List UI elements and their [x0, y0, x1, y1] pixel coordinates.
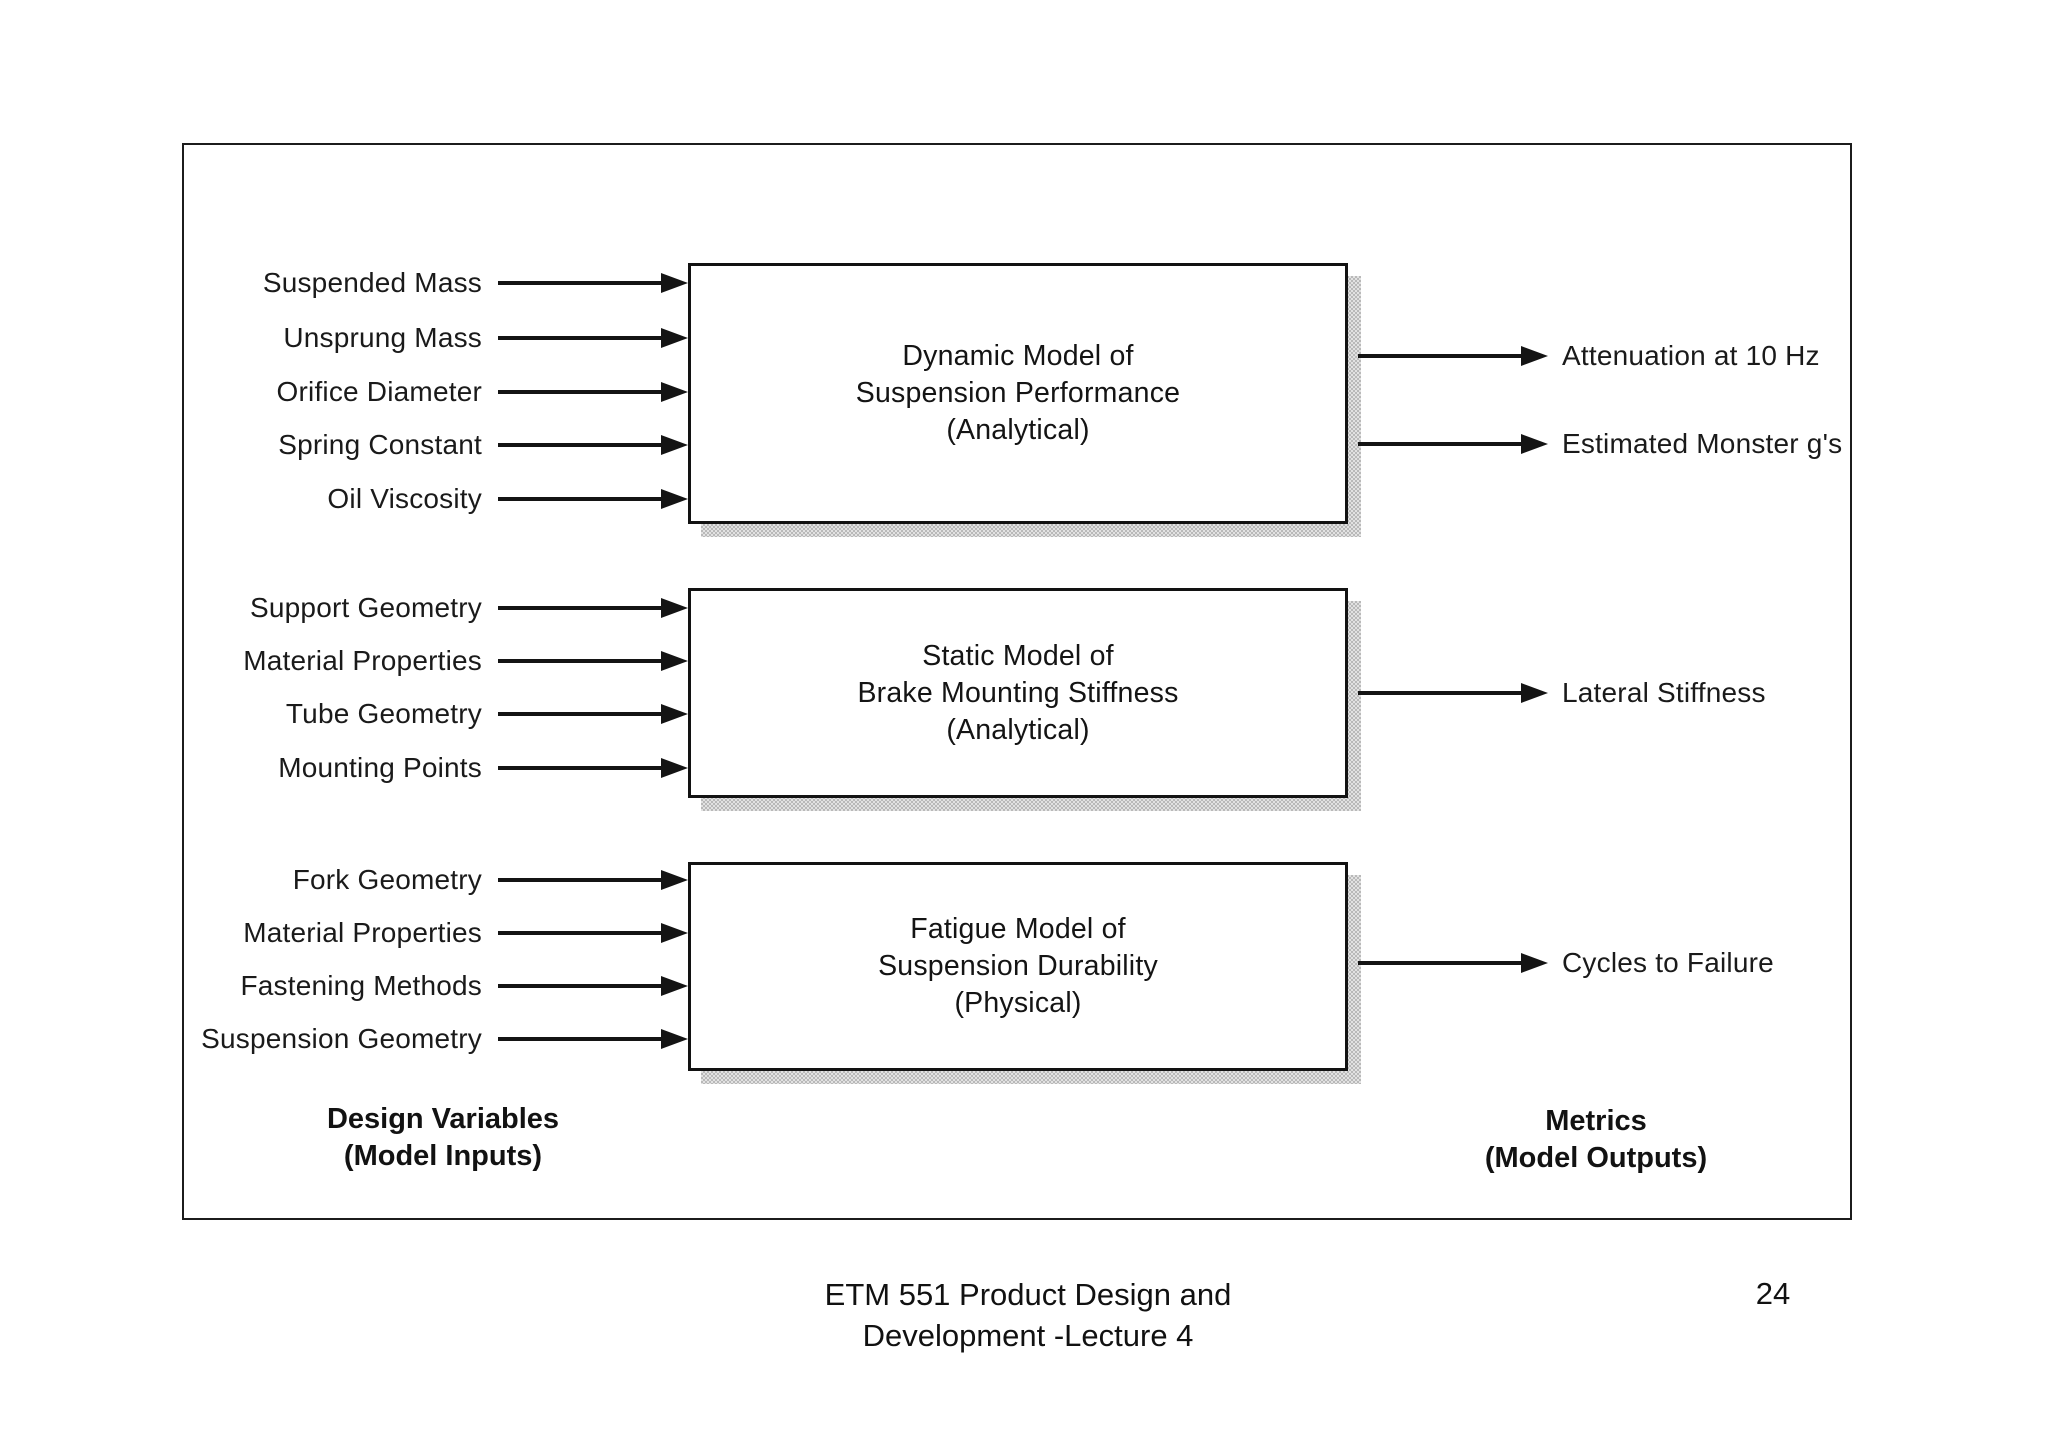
output-label: Attenuation at 10 Hz: [1562, 340, 1820, 371]
output-label: Cycles to Failure: [1562, 947, 1774, 978]
input-label: Material Properties: [243, 917, 482, 948]
model-title-line: Static Model of: [922, 639, 1114, 672]
model-title-line: Fatigue Model of: [910, 913, 1126, 945]
input-label: Fork Geometry: [292, 864, 482, 895]
arrow-right-icon: [1358, 345, 1548, 367]
footer-line2: Development -Lecture 4: [862, 1318, 1194, 1353]
outputs-caption-line1: Metrics: [1545, 1105, 1647, 1137]
output-label: Estimated Monster g's: [1562, 428, 1843, 459]
outputs-caption-line2: (Model Outputs): [1484, 1142, 1708, 1174]
input-row: Fork Geometry: [292, 864, 688, 895]
output-row: Cycles to Failure: [1358, 947, 1774, 978]
input-row: Spring Constant: [278, 429, 688, 460]
output-label: Lateral Stiffness: [1562, 677, 1766, 708]
input-row: Mounting Points: [278, 752, 688, 783]
model-title-line: Suspension Performance: [855, 377, 1181, 409]
input-row: Fastening Methods: [240, 970, 688, 1001]
inputs-caption-line2: (Model Inputs): [343, 1140, 543, 1172]
input-label: Mounting Points: [278, 752, 482, 783]
arrow-right-icon: [1358, 433, 1548, 455]
model-title-line: (Physical): [954, 987, 1082, 1019]
arrow-right-icon: [1358, 682, 1548, 704]
model-title-line: (Analytical): [946, 713, 1090, 746]
arrow-right-icon: [498, 757, 688, 779]
input-label: Support Geometry: [250, 592, 482, 623]
page-number: 24: [1755, 1276, 1791, 1311]
input-row: Material Properties: [243, 917, 688, 948]
input-label: Material Properties: [243, 645, 482, 676]
model-title-line: (Analytical): [946, 414, 1090, 446]
input-row: Tube Geometry: [285, 698, 688, 729]
input-row: Suspended Mass: [262, 267, 688, 298]
arrow-right-icon: [498, 597, 688, 619]
inputs-caption: Design Variables (Model Inputs): [233, 1101, 653, 1175]
input-label: Unsprung Mass: [283, 322, 482, 353]
arrow-right-icon: [498, 650, 688, 672]
arrow-right-icon: [498, 488, 688, 510]
arrow-right-icon: [498, 434, 688, 456]
model-title-line: Brake Mounting Stiffness: [857, 676, 1179, 709]
model-title-line: Suspension Durability: [878, 950, 1158, 982]
input-row: Unsprung Mass: [283, 322, 688, 353]
output-row: Lateral Stiffness: [1358, 677, 1766, 708]
arrow-right-icon: [498, 922, 688, 944]
input-row: Material Properties: [243, 645, 688, 676]
output-row: Estimated Monster g's: [1358, 428, 1843, 459]
model-box-fatigue: Fatigue Model of Suspension Durability (…: [688, 862, 1348, 1071]
arrow-right-icon: [1358, 952, 1548, 974]
arrow-right-icon: [498, 1028, 688, 1050]
input-label: Suspension Geometry: [201, 1023, 482, 1054]
input-label: Tube Geometry: [285, 698, 482, 729]
arrow-right-icon: [498, 703, 688, 725]
slide-footer: ETM 551 Product Design and Development -…: [728, 1274, 1328, 1356]
arrow-right-icon: [498, 327, 688, 349]
arrow-right-icon: [498, 975, 688, 997]
model-box-static: Static Model of Brake Mounting Stiffness…: [688, 588, 1348, 798]
model-box-dynamic: Dynamic Model of Suspension Performance …: [688, 263, 1348, 524]
input-label: Fastening Methods: [240, 970, 482, 1001]
output-row: Attenuation at 10 Hz: [1358, 340, 1820, 371]
arrow-right-icon: [498, 272, 688, 294]
arrow-right-icon: [498, 869, 688, 891]
input-label: Suspended Mass: [262, 267, 482, 298]
outputs-caption: Metrics (Model Outputs): [1386, 1103, 1806, 1177]
input-row: Support Geometry: [250, 592, 688, 623]
input-row: Suspension Geometry: [201, 1023, 688, 1054]
footer-line1: ETM 551 Product Design and: [824, 1277, 1232, 1312]
input-row: Orifice Diameter: [276, 376, 688, 407]
input-label: Spring Constant: [278, 429, 482, 460]
model-title-line: Dynamic Model of: [902, 340, 1134, 372]
inputs-caption-line1: Design Variables: [326, 1103, 560, 1135]
input-label: Orifice Diameter: [276, 376, 482, 407]
arrow-right-icon: [498, 381, 688, 403]
input-row: Oil Viscosity: [327, 483, 688, 514]
input-label: Oil Viscosity: [327, 483, 482, 514]
